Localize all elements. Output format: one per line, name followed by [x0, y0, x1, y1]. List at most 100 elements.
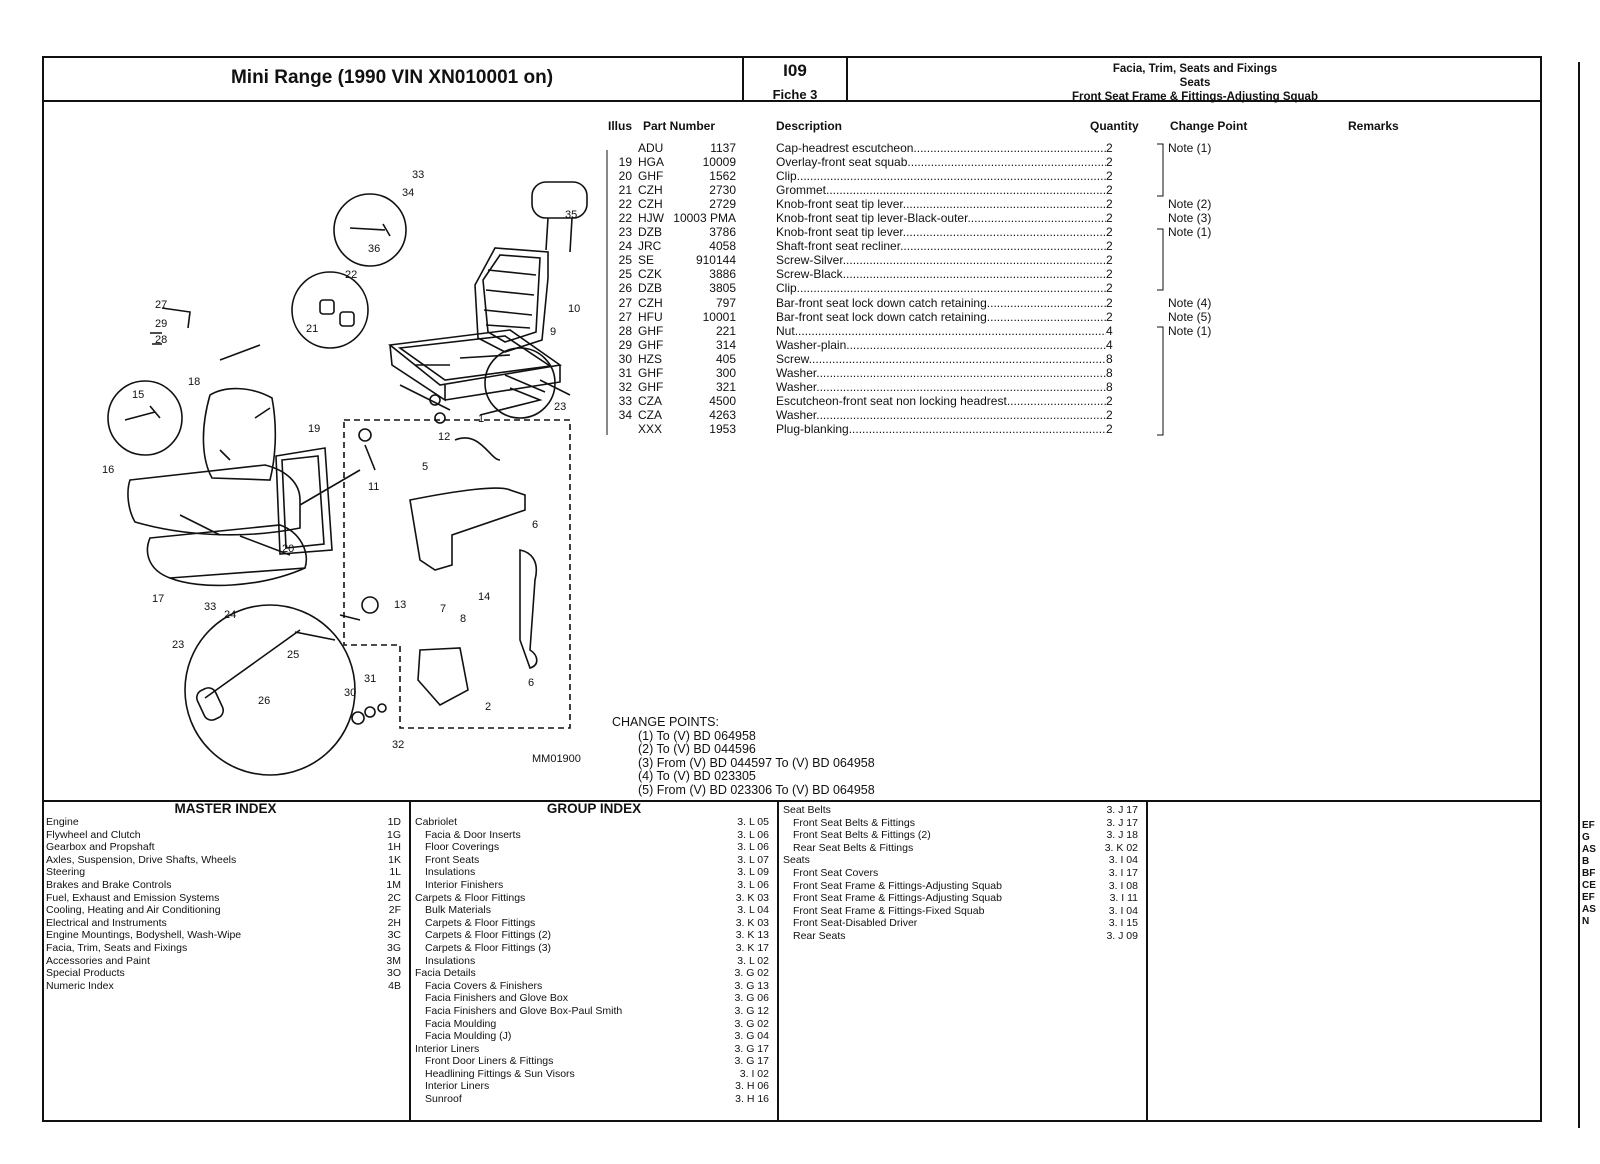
index-entry[interactable]: Front Seat Frame & Fittings-Adjusting Sq…	[779, 892, 1146, 905]
part-quantity: 2	[1106, 155, 1113, 170]
svg-text:17: 17	[152, 593, 164, 605]
part-illus: 24	[618, 239, 632, 254]
index-entry-ref: 1L	[389, 866, 401, 879]
part-quantity: 2	[1106, 239, 1113, 254]
index-entry-ref: 3. K 13	[735, 929, 769, 942]
part-number: 4500	[709, 393, 736, 408]
change-points: CHANGE POINTS: (1) To (V) BD 064958 (2) …	[612, 715, 875, 797]
index-entry-ref: 2C	[387, 891, 401, 904]
part-description: Escutcheon-front seat non locking headre…	[776, 393, 1106, 408]
svg-text:35: 35	[565, 209, 577, 221]
svg-text:24: 24	[224, 609, 236, 621]
part-quantity: 2	[1106, 267, 1113, 282]
part-illus: 27	[618, 295, 632, 310]
index-entry[interactable]: Carpets & Floor Fittings (3)3. K 17	[411, 942, 777, 955]
index-entry-ref: 3. H 16	[735, 1093, 769, 1106]
part-quantity: 2	[1106, 211, 1113, 226]
index-entry-label: Special Products	[46, 967, 125, 980]
part-change-point: Note (4)	[1168, 295, 1212, 310]
index-entry-ref: 3. I 15	[1108, 917, 1138, 930]
svg-text:31: 31	[364, 673, 376, 685]
part-number: 910144	[695, 253, 736, 268]
index-entry-label: Interior Finishers	[425, 878, 504, 891]
part-prefix: ADU	[638, 141, 664, 155]
svg-text:33: 33	[412, 169, 424, 181]
part-number: 10009	[702, 155, 736, 170]
part-description: Shaft-front seat recliner...............…	[776, 239, 1106, 254]
part-prefix: CZA	[638, 393, 662, 408]
col-change-point: Change Point	[1170, 119, 1248, 133]
part-description: Screw-Black.............................…	[776, 267, 1106, 282]
index-entry[interactable]: Carpets & Floor Fittings (2)3. K 13	[411, 929, 777, 942]
index-entry-ref: 1M	[386, 878, 401, 891]
part-quantity: 2	[1106, 225, 1113, 240]
part-quantity: 8	[1106, 351, 1113, 366]
index-entry[interactable]: Front Seat Frame & Fittings-Adjusting Sq…	[779, 880, 1146, 893]
svg-text:36: 36	[368, 243, 380, 255]
index-entry-label: Front Seat Frame & Fittings-Adjusting Sq…	[793, 879, 1002, 892]
index-entry[interactable]: Front Seat Belts & Fittings (2)3. J 18	[779, 829, 1146, 842]
change-point-item: (4) To (V) BD 023305	[638, 769, 756, 783]
part-quantity: 2	[1106, 295, 1113, 310]
index-entry-ref: 3. J 17	[1106, 816, 1138, 829]
index-entry-ref: 3. I 04	[1108, 854, 1138, 867]
part-number: 2729	[709, 197, 736, 212]
index-entry-label: Front Seat Belts & Fittings (2)	[793, 829, 931, 842]
index-entry-label: Seat Belts	[783, 804, 831, 816]
index-entry-label: Engine	[46, 816, 79, 828]
index-entry[interactable]: Facia Moulding (J)3. G 04	[411, 1030, 777, 1043]
adjacent-page-index-letters: EFGASBBFCEEFASN	[1582, 820, 1596, 927]
col-illus: Illus	[608, 119, 633, 133]
index-entry-label: Interior Liners	[425, 1080, 490, 1093]
part-description: Overlay-front seat squab................…	[776, 155, 1106, 170]
part-description: Clip....................................…	[776, 169, 1106, 184]
index-entry[interactable]: Facia Finishers and Glove Box-Paul Smith…	[411, 1005, 777, 1018]
index-entry-label: Floor Coverings	[425, 841, 500, 854]
index-entry-label: Interior Liners	[415, 1042, 480, 1055]
index-entry-label: Axles, Suspension, Drive Shafts, Wheels	[46, 853, 237, 866]
index-entry-ref: 3. G 04	[734, 1030, 769, 1043]
change-point-item: (1) To (V) BD 064958	[638, 728, 756, 743]
